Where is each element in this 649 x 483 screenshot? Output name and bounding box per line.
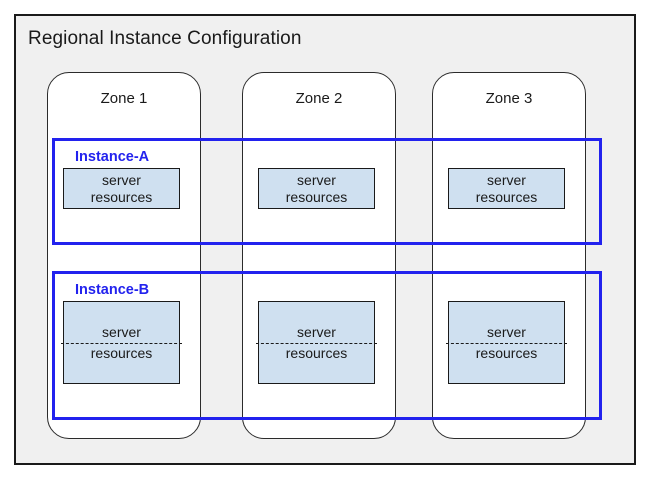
resource-line-2: resources: [475, 344, 538, 361]
resource-divider-dashed: [446, 342, 567, 344]
zone-title-1: Zone 1: [100, 90, 148, 107]
server-resources-box-a-zone2[interactable]: server resources: [258, 168, 375, 209]
resource-line-1: server: [487, 171, 526, 188]
resource-line-1: server: [102, 171, 141, 188]
instance-boundary-a[interactable]: Instance-A: [52, 138, 602, 245]
resource-line-2: resources: [90, 344, 153, 361]
server-resources-box-b-zone1[interactable]: server resources: [61, 301, 182, 384]
instance-label-a: Instance-A: [75, 149, 150, 165]
region-container: Regional Instance Configuration Zone 1 Z…: [14, 14, 636, 465]
resource-line-1: server: [297, 171, 336, 188]
server-resources-box-b-zone3[interactable]: server resources: [446, 301, 567, 384]
resource-divider-dashed: [61, 342, 182, 344]
resource-divider-dashed: [256, 342, 377, 344]
zone-title-2: Zone 2: [295, 90, 343, 107]
resource-line-1: server: [102, 323, 141, 340]
resource-line-1: server: [297, 323, 336, 340]
resource-line-1: server: [487, 323, 526, 340]
server-resources-box-a-zone1[interactable]: server resources: [63, 168, 180, 209]
resource-line-2: resources: [475, 188, 538, 205]
server-resources-box-a-zone3[interactable]: server resources: [448, 168, 565, 209]
instance-boundary-b[interactable]: Instance-B: [52, 271, 602, 420]
resource-line-2: resources: [285, 344, 348, 361]
resource-line-2: resources: [285, 188, 348, 205]
server-resources-box-b-zone2[interactable]: server resources: [256, 301, 377, 384]
resource-line-2: resources: [90, 188, 153, 205]
instance-label-b: Instance-B: [75, 282, 150, 298]
zone-title-3: Zone 3: [485, 90, 533, 107]
region-title: Regional Instance Configuration: [28, 28, 302, 49]
